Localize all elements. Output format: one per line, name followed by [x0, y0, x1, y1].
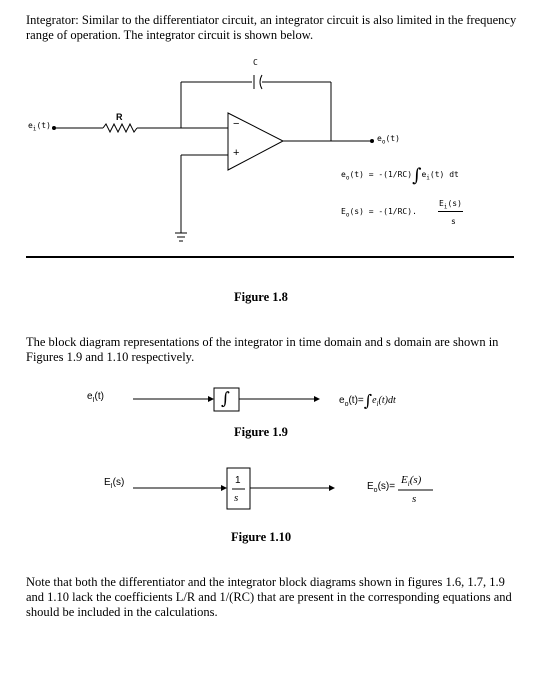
intro-paragraph: Integrator: Similar to the differentiato… [26, 13, 517, 42]
capacitor-label: C [253, 58, 258, 67]
fig110-block-numerator: 1 [235, 475, 241, 486]
integral-sign: ∫ [412, 165, 422, 186]
fig110-output-numerator: Ei(s) [401, 474, 422, 489]
resistor-label: R [116, 112, 123, 122]
block-diagram-paragraph: The block diagram representations of the… [26, 335, 499, 364]
figure-1-9-caption: Figure 1.9 [234, 425, 288, 439]
note-paragraph: Note that both the differentiator and th… [26, 575, 512, 619]
fig19-input-arrowhead [208, 396, 214, 402]
fig110-output-denominator: s [412, 493, 417, 505]
figure-1-10-caption: Figure 1.10 [231, 530, 292, 544]
s-domain-equation: Eo(s) = -(1/RC). [341, 207, 417, 219]
opamp-minus-sign: − [233, 118, 240, 130]
output-node [370, 139, 374, 143]
output-voltage-label: eo(t) [377, 134, 400, 146]
fig110-input-arrowhead [221, 485, 227, 491]
fig110-output-arrowhead [329, 485, 335, 491]
fig110-block-denominator: s [234, 492, 239, 504]
opamp-triangle [227, 112, 285, 171]
opamp-plus-sign: + [233, 147, 240, 159]
s-domain-denominator: s [451, 217, 456, 226]
input-voltage-label: ei(t) [28, 121, 51, 133]
fig110-input-label: EI(s) [104, 477, 125, 490]
resistor [102, 122, 138, 134]
fig19-input-label: eI(t) [87, 391, 104, 404]
fig110-output-lhs: Eo(s)= [367, 481, 396, 494]
fig19-output-arrowhead [314, 396, 320, 402]
fig19-integral-symbol: ∫ [221, 389, 230, 409]
fig19-output-equation: eo(t)=∫ei(t)dt [339, 391, 396, 410]
s-domain-numerator: Ei(s) [438, 199, 463, 212]
capacitor-plate-right [259, 74, 263, 90]
figure-1-8-caption: Figure 1.8 [234, 290, 288, 304]
time-domain-equation: eo(t) = -(1/RC)∫ei(t) dt [341, 165, 459, 186]
